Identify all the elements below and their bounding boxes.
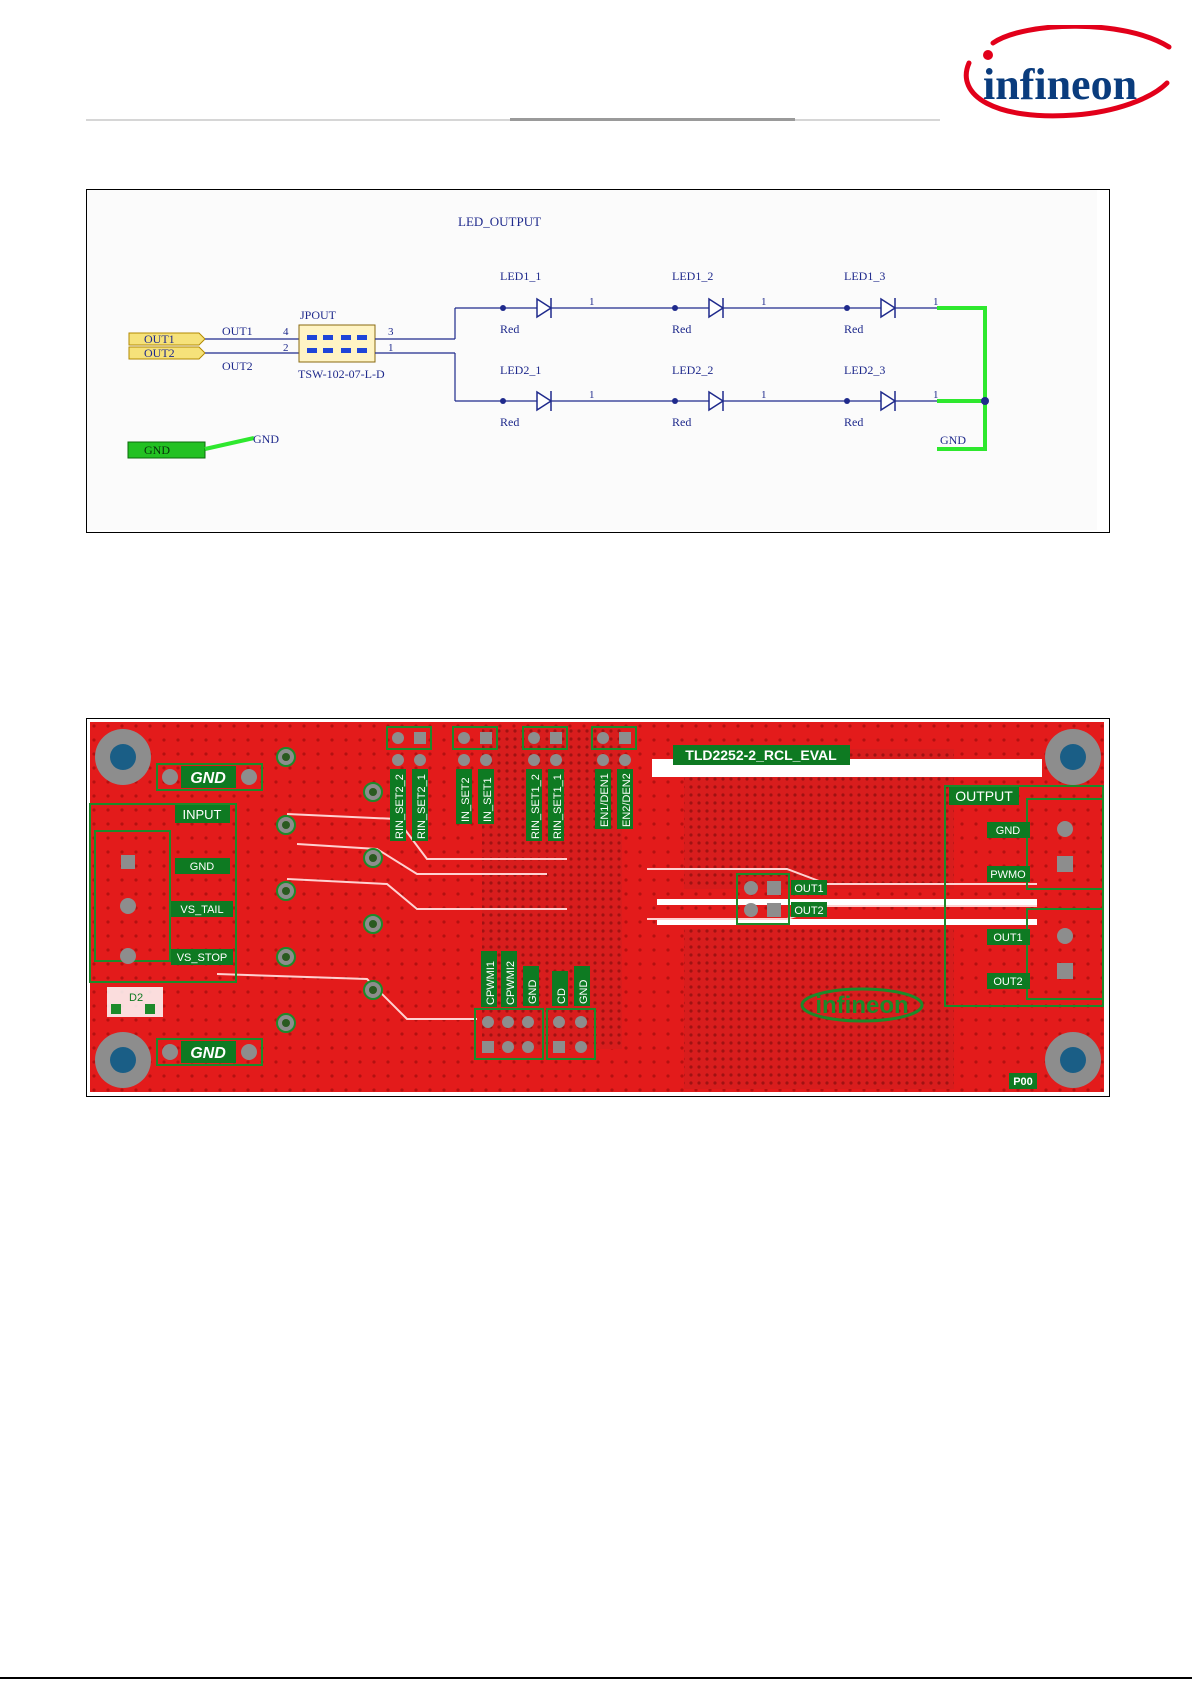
svg-text:Red: Red bbox=[500, 415, 519, 429]
mounting-hole-bl bbox=[95, 1032, 151, 1088]
gnd-port: GND GND bbox=[127, 432, 279, 459]
svg-text:LED2_3: LED2_3 bbox=[844, 363, 885, 377]
connector-jpout: JPOUT TSW-102-07-L-D 3 1 bbox=[298, 308, 394, 381]
svg-text:GND: GND bbox=[527, 980, 539, 1005]
svg-text:OUT2: OUT2 bbox=[144, 346, 175, 360]
svg-text:LED1_1: LED1_1 bbox=[500, 269, 541, 283]
svg-text:GND: GND bbox=[144, 443, 170, 457]
svg-text:GND: GND bbox=[190, 861, 215, 873]
output-connector: OUTPUT GND PWMO OUT1 OUT2 bbox=[944, 785, 1104, 1007]
svg-text:VS_STOP: VS_STOP bbox=[177, 952, 228, 964]
gnd-header-top: GND bbox=[156, 763, 263, 791]
pcb-figure: GND GND INPUT GND VS_TAIL VS_STOP bbox=[86, 718, 1110, 1097]
diode-d2: D2 bbox=[107, 987, 163, 1017]
svg-text:1: 1 bbox=[589, 296, 595, 308]
led1-1: LED1_1 Red 1 bbox=[500, 269, 595, 336]
svg-text:GND: GND bbox=[190, 770, 226, 787]
svg-text:CPWMI1: CPWMI1 bbox=[485, 961, 497, 1005]
svg-text:infineon: infineon bbox=[815, 992, 908, 1019]
svg-text:CPWMI2: CPWMI2 bbox=[505, 961, 517, 1005]
svg-text:IN_SET1: IN_SET1 bbox=[482, 777, 494, 822]
svg-text:INPUT: INPUT bbox=[183, 807, 222, 822]
top-header-labels: RIN_SET2_2 RIN_SET2_1 IN_SET2 IN_SET1 RI… bbox=[390, 769, 633, 841]
net-out1: OUT1 bbox=[222, 324, 253, 338]
gnd-header-bottom: GND bbox=[156, 1038, 263, 1066]
svg-text:OUT2: OUT2 bbox=[993, 976, 1022, 988]
svg-text:1: 1 bbox=[761, 389, 767, 401]
svg-text:1: 1 bbox=[388, 342, 394, 354]
led2-1: LED2_1 Red 1 bbox=[500, 363, 595, 429]
svg-text:JPOUT: JPOUT bbox=[300, 308, 337, 322]
pcb-infineon-logo: infineon bbox=[800, 987, 924, 1023]
svg-text:PWMO: PWMO bbox=[990, 869, 1026, 881]
mounting-hole-br bbox=[1045, 1032, 1101, 1088]
svg-text:GND: GND bbox=[190, 1045, 226, 1062]
revision-label: P00 bbox=[1009, 1073, 1037, 1089]
pin-2: 2 bbox=[283, 342, 289, 354]
infineon-logo: infineon bbox=[963, 25, 1172, 119]
svg-text:EN1/DEN1: EN1/DEN1 bbox=[599, 773, 611, 827]
svg-text:Red: Red bbox=[844, 415, 863, 429]
svg-text:Red: Red bbox=[844, 322, 863, 336]
top-headers bbox=[386, 726, 637, 766]
svg-text:GND: GND bbox=[996, 825, 1021, 837]
net-out2: OUT2 bbox=[222, 359, 253, 373]
svg-text:RIN_SET2_2: RIN_SET2_2 bbox=[394, 774, 406, 839]
led-output-schematic: LED_OUTPUT OUT1 OUT2 OUT1 OUT2 4 2 JPOUT… bbox=[87, 190, 1097, 530]
svg-text:GND: GND bbox=[253, 432, 279, 446]
svg-text:GND: GND bbox=[578, 980, 590, 1005]
svg-text:RIN_SET1_2: RIN_SET1_2 bbox=[530, 774, 542, 839]
led2-2: LED2_2 Red 1 bbox=[672, 363, 767, 429]
svg-text:D2: D2 bbox=[129, 992, 143, 1004]
schematic-title: LED_OUTPUT bbox=[458, 214, 541, 229]
board-name: TLD2252-2_RCL_EVAL bbox=[673, 745, 850, 765]
bottom-headers bbox=[474, 1008, 596, 1060]
led2-3: LED2_3 Red 1 bbox=[844, 363, 939, 429]
svg-text:LED2_1: LED2_1 bbox=[500, 363, 541, 377]
svg-text:TLD2252-2_RCL_EVAL: TLD2252-2_RCL_EVAL bbox=[685, 747, 837, 763]
svg-text:VS_TAIL: VS_TAIL bbox=[180, 904, 223, 916]
svg-text:RIN_SET2_1: RIN_SET2_1 bbox=[416, 774, 428, 839]
svg-text:LED1_3: LED1_3 bbox=[844, 269, 885, 283]
svg-text:1: 1 bbox=[933, 389, 939, 401]
pcb-layout: GND GND INPUT GND VS_TAIL VS_STOP bbox=[89, 722, 1104, 1092]
svg-text:IN_SET2: IN_SET2 bbox=[460, 777, 472, 822]
svg-text:1: 1 bbox=[933, 296, 939, 308]
svg-text:LED2_2: LED2_2 bbox=[672, 363, 713, 377]
svg-text:Red: Red bbox=[672, 415, 691, 429]
svg-text:RIN_SET1_1: RIN_SET1_1 bbox=[552, 774, 564, 839]
led1-2: LED1_2 Red 1 bbox=[672, 269, 767, 336]
svg-text:CD: CD bbox=[556, 988, 568, 1004]
svg-text:Red: Red bbox=[672, 322, 691, 336]
svg-text:1: 1 bbox=[761, 296, 767, 308]
svg-text:EN2/DEN2: EN2/DEN2 bbox=[621, 773, 633, 827]
schematic-figure: LED_OUTPUT OUT1 OUT2 OUT1 OUT2 4 2 JPOUT… bbox=[86, 189, 1110, 533]
svg-text:3: 3 bbox=[388, 326, 394, 338]
svg-text:Red: Red bbox=[500, 322, 519, 336]
bottom-header-labels: CPWMI1 CPWMI2 GND CD GND bbox=[481, 951, 590, 1007]
svg-text:1: 1 bbox=[589, 389, 595, 401]
svg-text:OUT1: OUT1 bbox=[144, 332, 175, 346]
mounting-hole-tr bbox=[1045, 729, 1101, 785]
svg-text:LED1_2: LED1_2 bbox=[672, 269, 713, 283]
svg-text:OUT2: OUT2 bbox=[794, 905, 823, 917]
logo-text: infineon bbox=[983, 60, 1137, 109]
out-jumper: OUT1 OUT2 bbox=[736, 873, 827, 925]
header-rule-accent bbox=[510, 118, 795, 121]
footer-rule bbox=[0, 1677, 1192, 1679]
svg-text:OUT1: OUT1 bbox=[993, 932, 1022, 944]
svg-text:OUTPUT: OUTPUT bbox=[955, 788, 1013, 804]
pin-4: 4 bbox=[283, 326, 289, 338]
input-connector: INPUT GND VS_TAIL VS_STOP bbox=[89, 803, 237, 983]
svg-text:TSW-102-07-L-D: TSW-102-07-L-D bbox=[298, 367, 385, 381]
port-out2: OUT2 bbox=[128, 346, 206, 360]
mounting-hole-tl bbox=[95, 729, 151, 785]
port-out1: OUT1 bbox=[128, 332, 206, 346]
svg-text:P00: P00 bbox=[1013, 1076, 1033, 1088]
gnd-label-right: GND bbox=[940, 433, 966, 447]
led1-3: LED1_3 Red 1 bbox=[844, 269, 939, 336]
svg-text:OUT1: OUT1 bbox=[794, 883, 823, 895]
